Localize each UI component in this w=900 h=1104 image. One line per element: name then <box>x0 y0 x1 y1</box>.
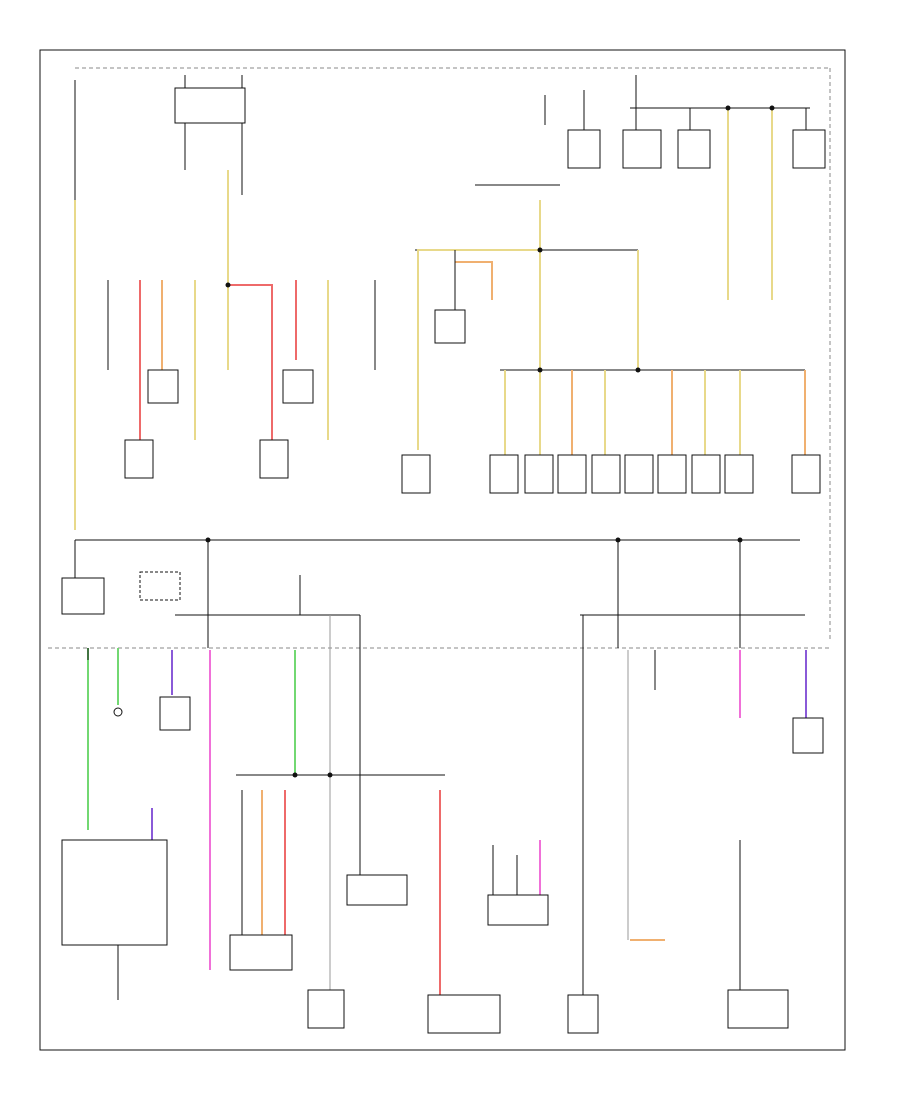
fuse-3 <box>557 454 587 494</box>
module-right <box>401 454 431 494</box>
splice-dot <box>725 105 731 111</box>
relay-c <box>139 571 181 601</box>
bus-lines <box>75 107 810 776</box>
component-c <box>677 129 711 169</box>
components <box>61 87 826 1034</box>
fuse-6 <box>657 454 687 494</box>
component-n <box>567 994 599 1034</box>
fuse-1 <box>489 454 519 494</box>
component-p <box>307 989 345 1029</box>
splice-dot <box>292 772 298 778</box>
fuse-5 <box>624 454 654 494</box>
colored-wires <box>74 110 807 995</box>
module-left <box>124 439 154 479</box>
fuse-2 <box>524 454 554 494</box>
outer-border <box>39 49 846 1051</box>
main-relay <box>174 87 246 124</box>
module-center <box>259 439 289 479</box>
splice-dot <box>615 537 621 543</box>
component-a <box>567 129 601 169</box>
component-b <box>622 129 662 169</box>
fuse-8 <box>724 454 754 494</box>
splice-dot <box>537 367 543 373</box>
splice-dot <box>537 247 543 253</box>
fuse-7 <box>691 454 721 494</box>
component-f <box>282 369 314 404</box>
splice-dot <box>205 537 211 543</box>
component-j <box>229 934 293 971</box>
component-d <box>792 129 826 169</box>
component-h <box>159 696 191 731</box>
component-i <box>792 717 824 754</box>
wire-red-2 <box>228 284 273 440</box>
component-e <box>147 369 179 404</box>
control-module <box>61 839 168 946</box>
wire-orange-2 <box>455 261 493 300</box>
splice-dot <box>635 367 641 373</box>
splice-dot <box>327 772 333 778</box>
splice-dot <box>769 105 775 111</box>
relay-b <box>61 577 105 615</box>
component-m <box>427 994 501 1034</box>
fuse-box-boundaries <box>48 67 831 649</box>
component-o <box>727 989 789 1029</box>
component-l <box>487 894 549 926</box>
component-k <box>346 874 408 906</box>
fuse-9 <box>791 454 821 494</box>
component-g <box>434 309 466 344</box>
splice-points <box>113 105 775 778</box>
plain-wires <box>74 75 807 1000</box>
wire-yellow-4 <box>417 249 540 450</box>
fuse-4 <box>591 454 621 494</box>
splice-dot <box>737 537 743 543</box>
splice-dot <box>225 282 231 288</box>
diagram-frame <box>39 49 846 1051</box>
ground-point <box>113 707 123 717</box>
